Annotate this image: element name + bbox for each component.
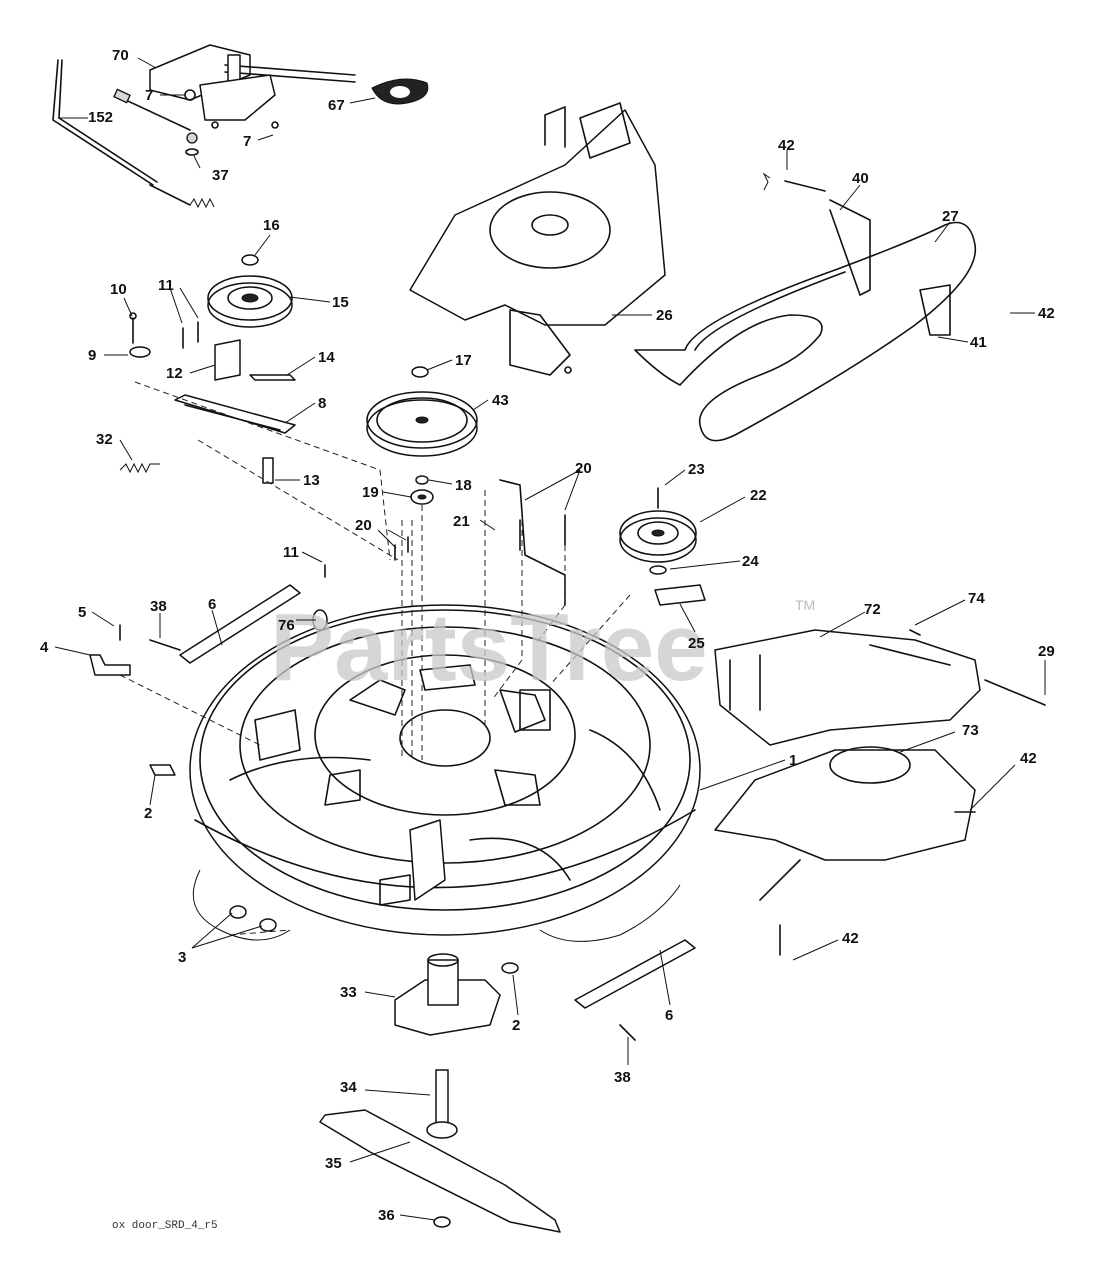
drive-belt-and-guides <box>634 172 977 442</box>
callout-12: 12 <box>166 365 183 382</box>
callout-152: 152 <box>88 109 113 126</box>
callout-10: 10 <box>110 281 127 298</box>
assembly-lines <box>119 381 631 936</box>
callout-25: 25 <box>688 635 705 652</box>
lift-linkage-assembly <box>52 44 429 209</box>
callout-35: 35 <box>325 1155 342 1172</box>
callout-21: 21 <box>453 513 470 530</box>
callout-5: 5 <box>78 604 86 621</box>
callout-34: 34 <box>340 1079 357 1096</box>
callout-8: 8 <box>318 395 326 412</box>
callout-24: 24 <box>742 553 759 570</box>
spindle-and-blade <box>319 953 561 1233</box>
callout-23: 23 <box>688 461 705 478</box>
callout-42: 42 <box>1038 305 1055 322</box>
belt-cover <box>409 102 666 376</box>
callout-72: 72 <box>864 601 881 618</box>
drive-pulley-assembly <box>366 366 478 505</box>
callout-2: 2 <box>144 805 152 822</box>
callout-labels: 70 7 7 67 152 37 16 15 10 11 9 12 14 8 3… <box>40 47 1055 1224</box>
callout-29: 29 <box>1038 643 1055 660</box>
discharge-chute-assembly <box>714 629 1046 901</box>
callout-7: 7 <box>145 87 153 104</box>
callout-20: 20 <box>355 517 372 534</box>
callout-14: 14 <box>318 349 335 366</box>
callout-70: 70 <box>112 47 129 64</box>
callout-42: 42 <box>1020 750 1037 767</box>
callout-37: 37 <box>212 167 229 184</box>
drawing-code: ox door_SRD_4_r5 <box>112 1220 218 1232</box>
callout-43: 43 <box>492 392 509 409</box>
callout-6: 6 <box>665 1007 673 1024</box>
callout-19: 19 <box>362 484 379 501</box>
callout-18: 18 <box>455 477 472 494</box>
callout-27: 27 <box>942 208 959 225</box>
callout-6: 6 <box>208 596 216 613</box>
callout-32: 32 <box>96 431 113 448</box>
callout-36: 36 <box>378 1207 395 1224</box>
watermark-text: PartsTree <box>270 594 708 701</box>
callout-67: 67 <box>328 97 345 114</box>
callout-74: 74 <box>968 590 985 607</box>
callout-38: 38 <box>150 598 167 615</box>
callout-leaders <box>54 57 1046 1221</box>
callout-41: 41 <box>970 334 987 351</box>
callout-38: 38 <box>614 1069 631 1086</box>
callout-9: 9 <box>88 347 96 364</box>
callout-2: 2 <box>512 1017 520 1034</box>
idler-pulley-right <box>499 479 706 606</box>
callout-13: 13 <box>303 472 320 489</box>
mower-deck <box>189 604 701 942</box>
callout-17: 17 <box>455 352 472 369</box>
callout-20: 20 <box>575 460 592 477</box>
callout-40: 40 <box>852 170 869 187</box>
callout-42: 42 <box>778 137 795 154</box>
callout-33: 33 <box>340 984 357 1001</box>
callout-3: 3 <box>178 949 186 966</box>
callout-76: 76 <box>278 617 295 634</box>
callout-11: 11 <box>158 277 174 294</box>
idler-pulley-assembly <box>119 254 296 484</box>
callout-42: 42 <box>842 930 859 947</box>
callout-1: 1 <box>789 752 797 769</box>
callout-22: 22 <box>750 487 767 504</box>
callout-11: 11 <box>283 544 299 561</box>
deck-hardware <box>89 536 976 1041</box>
callout-73: 73 <box>962 722 979 739</box>
callout-7: 7 <box>243 133 251 150</box>
watermark-trademark: TM <box>795 597 815 613</box>
callout-16: 16 <box>263 217 280 234</box>
callout-4: 4 <box>40 639 49 656</box>
callout-26: 26 <box>656 307 673 324</box>
callout-15: 15 <box>332 294 349 311</box>
